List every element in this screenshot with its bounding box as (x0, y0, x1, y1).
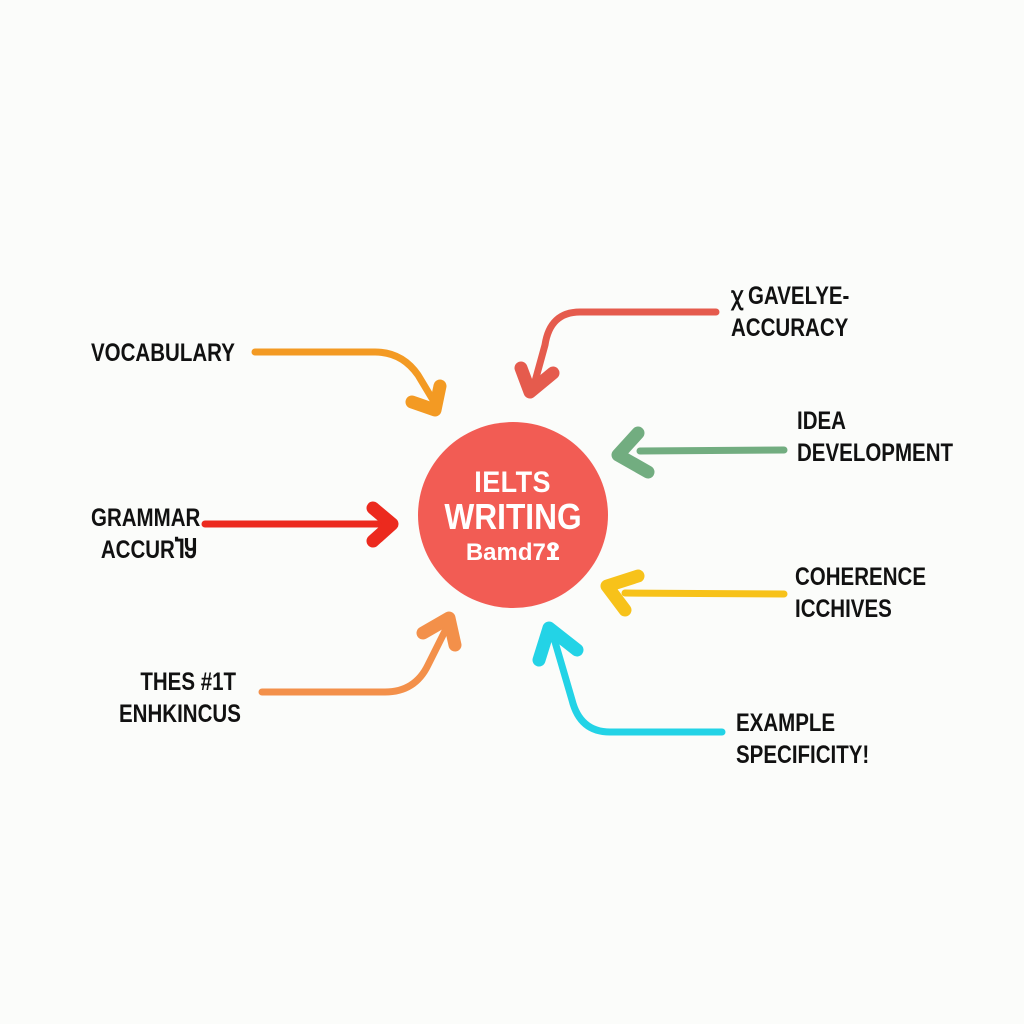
gavelye-arrow-icon (514, 308, 720, 399)
node-vocabulary-line1: VOCABULARY (91, 339, 235, 367)
node-coherence: COHERENCE ICCHIVES (795, 561, 926, 625)
hub-subtitle: Bamdߐ7 (465, 539, 561, 566)
node-idea-line2: DEVELOPMENT (797, 439, 954, 467)
node-coherence-line1: COHERENCE (795, 563, 926, 591)
node-grammar-line2: ACCURႨႸ (100, 536, 197, 564)
node-thesis-line2: ENHKINCUS (119, 700, 241, 728)
node-thesis-line1: THES #1T (140, 668, 237, 696)
node-gavelye-line1: ꭓ GAVELYE- (731, 282, 850, 310)
node-grammar: GRAMMAR ACCURႨႸ (91, 502, 200, 566)
node-example-line2: SPECIFICITY! (736, 741, 870, 769)
node-idea-line1: IDEA (797, 407, 846, 435)
thesis-arrow-icon (258, 611, 462, 696)
example-arrow-icon (532, 621, 726, 736)
node-gavelye: ꭓ GAVELYE- ACCURACY (731, 280, 849, 344)
node-thesis: THES #1T ENHKINCUS (119, 666, 241, 730)
coherence-arrow-icon (600, 569, 788, 617)
node-idea: IDEA DEVELOPMENT (797, 405, 953, 469)
node-grammar-line1: GRAMMAR (91, 504, 201, 532)
central-hub: IELTS WRITING Bamdߐ7 (418, 422, 608, 608)
node-example-line1: EXAMPLE (736, 709, 836, 737)
node-coherence-line2: ICCHIVES (795, 595, 892, 623)
hub-title-line1: IELTS (474, 466, 552, 499)
grammar-arrow-icon (201, 501, 399, 548)
vocabulary-arrow-icon (251, 348, 447, 417)
hub-title-line2: WRITING (444, 496, 582, 537)
node-vocabulary: VOCABULARY (91, 337, 235, 369)
node-gavelye-line2: ACCURACY (731, 314, 849, 342)
node-example: EXAMPLE SPECIFICITY! (736, 707, 869, 771)
idea-arrow-icon (611, 426, 788, 479)
